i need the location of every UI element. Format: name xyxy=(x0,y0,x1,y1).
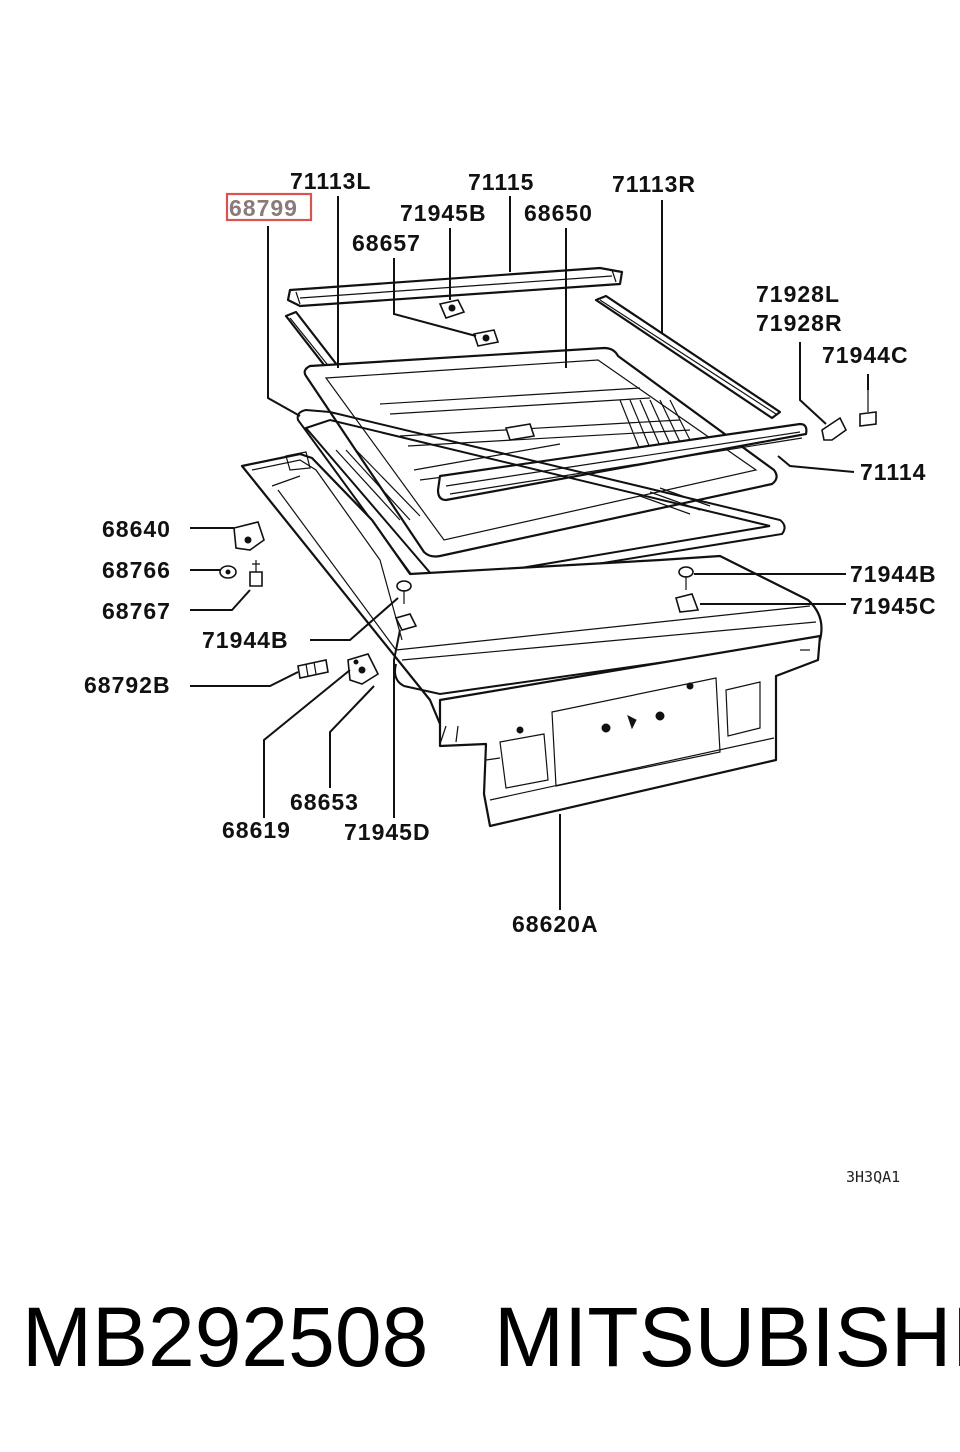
label-68657: 68657 xyxy=(352,230,421,256)
label-71114: 71114 xyxy=(860,459,926,485)
label-71115: 71115 xyxy=(468,169,534,195)
footer-brand: MITSUBISHI xyxy=(494,1290,960,1384)
bolt-68767 xyxy=(249,560,263,587)
label-68650: 68650 xyxy=(524,200,593,226)
bracket-71945C xyxy=(675,593,700,613)
label-71928R: 71928R xyxy=(756,310,843,336)
label-68653: 68653 xyxy=(290,789,359,815)
clip-71945B xyxy=(438,299,466,319)
label-71944B-right: 71944B xyxy=(850,561,937,587)
label-71113L: 71113L xyxy=(290,168,371,194)
spoiler-71115 xyxy=(286,266,624,308)
label-68792B: 68792B xyxy=(84,672,171,698)
label-71928L: 71928L xyxy=(756,281,840,307)
highlight-box xyxy=(225,192,313,222)
nut-68766 xyxy=(219,565,237,579)
clip-68657 xyxy=(472,329,500,347)
label-68767: 68767 xyxy=(102,598,171,624)
trunk-panel-68620A xyxy=(438,634,822,828)
leader-lines xyxy=(190,196,869,910)
bolt-68792B xyxy=(297,659,329,679)
lower-molding-71114 xyxy=(436,422,808,502)
footer-part-number: MB292508 xyxy=(22,1290,428,1384)
label-68619: 68619 xyxy=(222,817,291,843)
latch-68619 xyxy=(347,653,380,685)
screw-71944B-left xyxy=(396,580,412,604)
rear-glass-68650 xyxy=(303,346,778,558)
label-71945B: 71945B xyxy=(400,200,487,226)
label-71945D: 71945D xyxy=(344,819,431,845)
diagram-code: 3H3QA1 xyxy=(846,1168,900,1186)
label-68799: 68799 xyxy=(229,195,298,221)
label-71945C: 71945C xyxy=(850,593,937,619)
label-71944C: 71944C xyxy=(822,342,909,368)
label-71944B-left: 71944B xyxy=(202,627,289,653)
label-68640: 68640 xyxy=(102,516,171,542)
label-68620A: 68620A xyxy=(512,911,599,937)
screw-71944C xyxy=(859,388,877,427)
bracket-71945D xyxy=(394,613,418,631)
stopper-71928 xyxy=(821,416,848,441)
screw-71944B-right xyxy=(678,566,694,590)
label-71113R: 71113R xyxy=(612,171,696,197)
hinge-68640 xyxy=(233,521,265,551)
label-68766: 68766 xyxy=(102,557,171,583)
side-molding-71113R xyxy=(594,294,782,420)
